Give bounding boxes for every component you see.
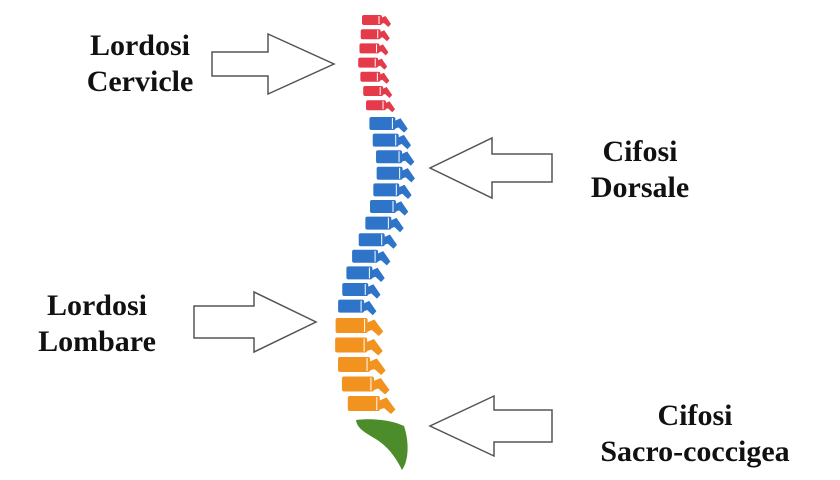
- cervical-vertebra: [359, 43, 389, 56]
- cervical-vertebra-process: [380, 16, 391, 27]
- cervical-vertebra: [360, 29, 390, 42]
- thoracic-vertebra-process: [366, 284, 381, 299]
- thoracic-vertebra-process: [382, 234, 398, 249]
- cervical-vertebral-body: [366, 100, 387, 111]
- cervical-vertebral-body: [359, 43, 380, 54]
- label-cifosi-dorsale: Cifosi Dorsale: [565, 134, 715, 206]
- lumbar-vertebra-process: [371, 378, 390, 395]
- cervical-vertebra-process: [377, 44, 389, 56]
- thoracic-vertebra-process: [400, 168, 415, 183]
- lumbar-vertebra: [335, 318, 384, 336]
- thoracic-vertebra-process: [394, 201, 409, 216]
- arrow-dorsale-icon: [428, 136, 553, 200]
- thoracic-vertebral-body: [376, 150, 403, 164]
- cervical-vertebral-body: [360, 29, 381, 40]
- thoracic-vertebral-body: [342, 283, 369, 296]
- arrow-sacro-icon: [428, 394, 553, 458]
- lumbar-vertebra: [341, 376, 390, 395]
- cervical-vertebra: [362, 15, 391, 27]
- lumbar-vertebral-body: [335, 337, 368, 353]
- cervical-vertebra: [358, 57, 388, 70]
- thoracic-vertebral-body: [369, 117, 396, 130]
- lumbar-vertebra: [335, 337, 383, 356]
- label-line: Cifosi: [657, 399, 733, 432]
- thoracic-vertebral-body: [346, 266, 373, 280]
- label-lordosi-cervicale: Lordosi Cervicle: [70, 28, 210, 100]
- thoracic-vertebral-body: [338, 299, 365, 313]
- label-line: Dorsale: [590, 171, 690, 204]
- label-line: Sacro-coccigea: [600, 435, 790, 468]
- thoracic-vertebral-body: [358, 233, 385, 247]
- lumbar-vertebral-body: [335, 318, 368, 333]
- cervical-vertebra-process: [376, 58, 388, 70]
- lumbar-vertebra-process: [365, 319, 384, 336]
- sacrum-coccyx: [356, 419, 408, 470]
- thoracic-vertebra: [370, 200, 409, 216]
- label-line: Lordosi: [89, 29, 191, 62]
- thoracic-vertebra-process: [389, 217, 404, 233]
- lumbar-vertebra: [347, 396, 396, 414]
- thoracic-vertebra: [376, 150, 415, 166]
- cervical-vertebra: [366, 100, 396, 113]
- cervical-vertebral-body: [358, 57, 379, 68]
- label-cifosi-sacro-coccigea: Cifosi Sacro-coccigea: [575, 398, 815, 470]
- cervical-vertebral-body: [360, 71, 381, 82]
- vertebrae-column: [335, 15, 415, 414]
- thoracic-vertebra: [373, 183, 412, 199]
- thoracic-vertebra-process: [397, 184, 412, 199]
- cervical-vertebral-body: [363, 86, 384, 96]
- thoracic-vertebra: [352, 249, 391, 266]
- thoracic-vertebra: [358, 233, 398, 249]
- label-line: Cervicle: [86, 65, 194, 98]
- thoracic-vertebra: [342, 283, 381, 299]
- lumbar-vertebral-body: [341, 376, 374, 392]
- label-line: Cifosi: [602, 135, 678, 168]
- thoracic-vertebral-body: [373, 183, 400, 197]
- thoracic-vertebral-body: [376, 166, 403, 180]
- cervical-vertebra-process: [384, 101, 396, 113]
- label-lordosi-lombare: Lordosi Lombare: [22, 288, 172, 360]
- thoracic-vertebra: [372, 133, 412, 150]
- thoracic-vertebral-body: [370, 200, 396, 213]
- thoracic-vertebra: [365, 216, 404, 233]
- lumbar-vertebral-body: [338, 357, 371, 372]
- label-line: Lombare: [38, 325, 156, 358]
- lumbar-vertebra-process: [377, 397, 396, 414]
- cervical-vertebra-process: [378, 30, 390, 42]
- label-line: Lordosi: [46, 289, 148, 322]
- thoracic-vertebra-process: [396, 134, 412, 150]
- cervical-vertebra: [360, 71, 390, 84]
- thoracic-vertebra: [338, 299, 377, 316]
- cervical-vertebra-process: [378, 72, 390, 84]
- cervical-vertebral-body: [362, 15, 382, 25]
- thoracic-vertebra-process: [393, 118, 408, 133]
- arrow-lombare-icon: [193, 290, 318, 354]
- thoracic-vertebral-body: [365, 216, 392, 230]
- thoracic-vertebral-body: [372, 133, 399, 147]
- thoracic-vertebra: [369, 117, 408, 133]
- arrow-cervicale-icon: [211, 32, 336, 96]
- cervical-vertebra: [363, 86, 393, 98]
- lumbar-vertebral-body: [347, 396, 380, 411]
- thoracic-vertebral-body: [352, 249, 379, 263]
- thoracic-vertebra-process: [376, 251, 391, 266]
- thoracic-vertebra: [376, 166, 415, 183]
- cervical-vertebra-process: [381, 87, 393, 98]
- lumbar-vertebra-process: [368, 358, 386, 375]
- thoracic-vertebra-process: [362, 300, 377, 316]
- thoracic-vertebra-process: [400, 151, 415, 166]
- thoracic-vertebra: [346, 266, 385, 282]
- lumbar-vertebra: [338, 357, 386, 375]
- lumbar-vertebra-process: [365, 339, 383, 356]
- thoracic-vertebra-process: [370, 267, 385, 282]
